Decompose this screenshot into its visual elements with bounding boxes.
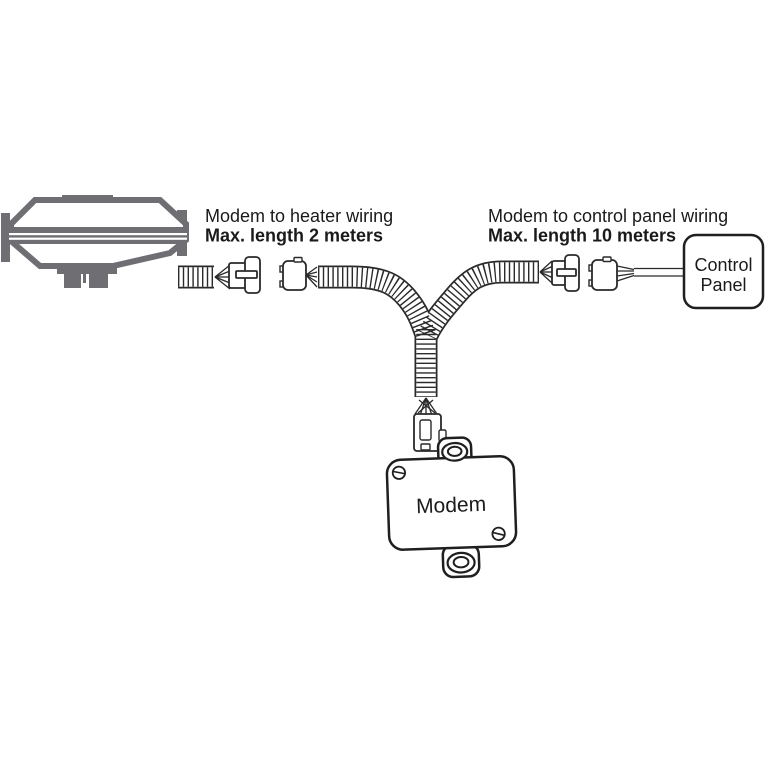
wire	[616, 265, 635, 271]
modem-unit-icon: Modem	[385, 436, 518, 579]
heater-side-connectors	[214, 256, 318, 294]
heater-drain-stub	[83, 272, 86, 283]
heater-female-connector-icon	[279, 256, 307, 291]
wire	[417, 399, 434, 414]
wire	[305, 274, 318, 288]
wire	[616, 274, 635, 282]
heater-band-stripe	[9, 233, 187, 236]
panel-female-connector-icon	[588, 256, 618, 291]
heater-mid-band	[9, 227, 187, 244]
heater-male-connector-icon	[228, 256, 261, 294]
wire	[214, 276, 231, 284]
tube-core	[318, 267, 436, 339]
y-splitter-harness-icon	[178, 260, 539, 397]
heater-foot-bar	[57, 264, 117, 274]
wire	[305, 271, 318, 276]
modem-connector-icon	[413, 397, 447, 452]
heater-foot	[89, 274, 108, 288]
modem-screw-slot	[393, 470, 405, 475]
heater-left-flange	[1, 213, 10, 262]
control-panel-icon: Control Panel	[682, 233, 765, 310]
tube-ribs	[418, 262, 539, 340]
heater-foot	[64, 274, 81, 288]
wire	[539, 265, 553, 273]
heater-wiring-caption: Modem to heater wiring	[205, 206, 393, 226]
modem-screw-slot	[492, 531, 505, 536]
wire	[414, 397, 427, 415]
wire	[539, 271, 553, 279]
wire	[539, 271, 553, 284]
panel-side-connectors	[539, 254, 686, 292]
wire	[425, 397, 433, 415]
panel-wiring-max-length: Max. length 10 meters	[488, 226, 676, 246]
panel-male-connector-icon	[551, 254, 580, 292]
wire	[419, 397, 427, 415]
panel-wiring-caption: Modem to control panel wiring	[488, 206, 728, 226]
heater-wiring-max-length: Max. length 2 meters	[205, 226, 383, 246]
wire	[616, 272, 635, 277]
control-panel-label-line1: Control	[694, 255, 752, 275]
control-panel-label-line2: Panel	[700, 275, 746, 295]
annotations: Modem to heater wiring Max. length 2 met…	[205, 206, 728, 246]
modem-label: Modem	[416, 493, 487, 518]
wire	[305, 266, 318, 276]
heater-band-stripe	[9, 237, 187, 240]
modem-bottom-grommet-hole	[452, 555, 470, 569]
control-panel-body	[682, 233, 765, 310]
modem-top-grommet-hole	[446, 445, 463, 457]
wire	[214, 270, 231, 278]
wire	[418, 399, 436, 414]
wire	[214, 276, 231, 290]
wire	[214, 264, 231, 278]
wire	[305, 274, 318, 278]
heater-unit-icon	[1, 195, 189, 288]
wire	[539, 260, 553, 273]
wire	[425, 397, 438, 415]
